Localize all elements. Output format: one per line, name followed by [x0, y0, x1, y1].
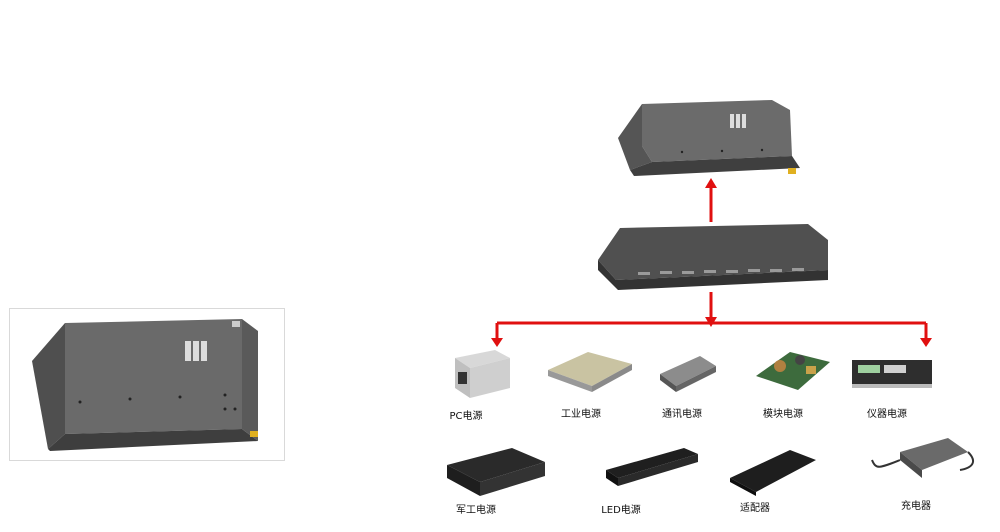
load-bank-device-photo — [32, 319, 258, 451]
military-power-supply-icon — [447, 448, 545, 496]
led-power-supply-icon — [606, 448, 698, 486]
middle-load-bank-device — [598, 224, 828, 290]
label-instrument-power: 仪器电源 — [867, 409, 907, 420]
drop-left-head — [491, 338, 503, 347]
telecom-power-supply-icon — [660, 356, 716, 392]
label-pc-power: PC电源 — [449, 411, 483, 422]
adapter-icon — [730, 450, 816, 496]
instrument-power-supply-icon — [852, 360, 932, 388]
label-adapter: 适配器 — [740, 503, 770, 514]
top-load-bank-device — [618, 100, 800, 176]
device-photo-frame — [9, 308, 285, 461]
module-power-supply-icon — [756, 352, 830, 390]
label-led-power: LED电源 — [601, 505, 641, 516]
label-module-power: 模块电源 — [763, 409, 803, 420]
arrow-up-head — [705, 178, 717, 188]
label-military-power: 军工电源 — [456, 505, 496, 516]
pc-power-supply-icon — [455, 350, 510, 398]
label-charger: 充电器 — [901, 501, 931, 512]
label-telecom-power: 通讯电源 — [662, 409, 702, 420]
industrial-power-supply-icon — [548, 352, 632, 392]
drop-right-head — [920, 338, 932, 347]
charger-icon — [871, 438, 975, 478]
label-industrial-power: 工业电源 — [561, 409, 601, 420]
